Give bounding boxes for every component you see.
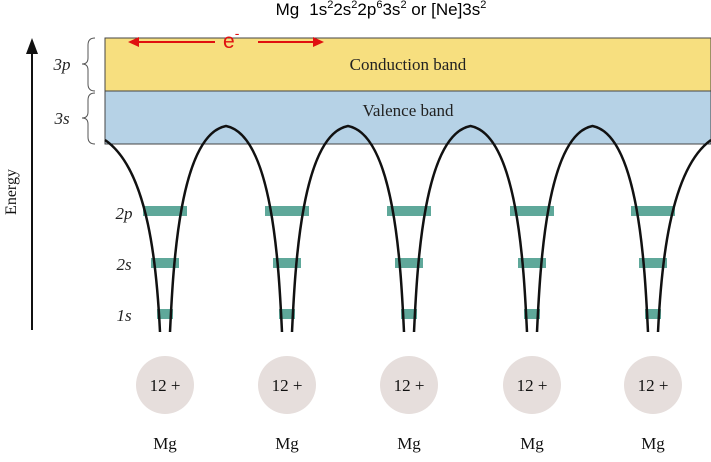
atom-symbol: Mg — [275, 434, 299, 453]
energy-level-bar — [143, 206, 187, 216]
valence-band-label: Valence band — [362, 101, 454, 120]
energy-levels — [143, 206, 675, 319]
potential-curve — [104, 124, 711, 333]
energy-level-bar — [279, 309, 295, 319]
energy-level-bar — [645, 309, 661, 319]
brace-3s — [81, 92, 96, 145]
title-orbital-2s: 2s — [333, 0, 351, 19]
energy-level-bar — [631, 206, 675, 216]
energy-level-bar — [387, 206, 431, 216]
nucleus — [258, 356, 316, 414]
atom-symbol: Mg — [641, 434, 665, 453]
electron-charge: - — [235, 25, 240, 41]
nucleus — [380, 356, 438, 414]
electron-arrows — [128, 37, 324, 47]
nucleus-charge: 12 + — [272, 376, 303, 395]
brace-3p — [81, 37, 96, 92]
electron-symbol: e — [223, 30, 235, 53]
nucleus — [503, 356, 561, 414]
atom: 12 + Mg — [624, 356, 682, 453]
energy-level-bar — [401, 309, 417, 319]
atom-symbol: Mg — [153, 434, 177, 453]
atoms: 12 + Mg 12 + Mg 12 + Mg 12 + Mg 12 + Mg — [136, 356, 682, 453]
energy-level-bar — [518, 258, 546, 268]
energy-axis-arrowhead — [26, 38, 38, 54]
conduction-band-label: Conduction band — [350, 55, 467, 74]
energy-level-bar — [157, 309, 173, 319]
electron-label: e- — [223, 25, 240, 53]
energy-axis-label: Energy — [3, 169, 20, 215]
title-sup-2: 2 — [351, 0, 357, 11]
energy-level-bar — [265, 206, 309, 216]
orbital-label-3p: 3p — [53, 55, 71, 74]
energy-level-bar — [151, 258, 179, 268]
electron-arrow-left-head — [128, 37, 139, 47]
level-label-1s: 1s — [116, 306, 132, 325]
level-label-2s: 2s — [116, 255, 132, 274]
energy-level-bar — [639, 258, 667, 268]
atom: 12 + Mg — [380, 356, 438, 453]
orbital-label-3s: 3s — [53, 109, 70, 128]
atom: 12 + Mg — [503, 356, 561, 453]
nucleus-charge: 12 + — [394, 376, 425, 395]
electron-arrow-right-head — [313, 37, 324, 47]
atom-symbol: Mg — [520, 434, 544, 453]
energy-level-bar — [273, 258, 301, 268]
atom: 12 + Mg — [258, 356, 316, 453]
title-orbital-2p: 2p — [357, 0, 376, 19]
title-sup-4: 2 — [400, 0, 406, 11]
atom: 12 + Mg — [136, 356, 194, 453]
nucleus-charge: 12 + — [150, 376, 181, 395]
title-sup-1: 2 — [327, 0, 333, 11]
energy-level-bar — [510, 206, 554, 216]
title-sup-3: 6 — [376, 0, 382, 11]
nucleus-charge: 12 + — [517, 376, 548, 395]
title-or-sup: 2 — [480, 0, 486, 11]
nucleus — [624, 356, 682, 414]
atom-symbol: Mg — [397, 434, 421, 453]
nucleus-charge: 12 + — [638, 376, 669, 395]
level-label-2p: 2p — [116, 204, 133, 223]
nucleus — [136, 356, 194, 414]
title-or-ne: or [Ne]3s — [407, 0, 481, 19]
title-orbital-3s: 3s — [382, 0, 400, 19]
title-element: Mg — [276, 0, 300, 19]
energy-level-bar — [395, 258, 423, 268]
potential-wells — [104, 124, 711, 333]
title-orbital-1s: 1s — [309, 0, 327, 19]
energy-level-bar — [524, 309, 540, 319]
